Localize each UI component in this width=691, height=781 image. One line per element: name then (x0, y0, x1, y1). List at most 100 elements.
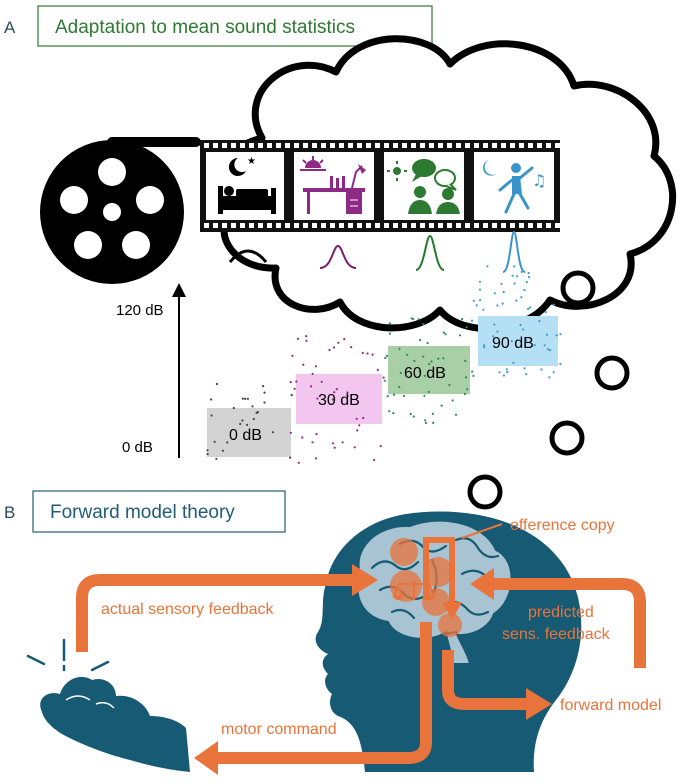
thought-bubble-3 (549, 420, 585, 456)
sprocket-hole (231, 223, 236, 228)
sound-dot (210, 414, 213, 417)
sprocket-hole (474, 143, 479, 148)
sound-dot (333, 346, 336, 349)
sprocket-hole (348, 223, 353, 228)
sprocket-hole (492, 223, 497, 228)
thought-bubble-4 (467, 474, 503, 510)
sound-dot (498, 371, 501, 374)
sound-dot (548, 376, 551, 379)
sprocket-hole (303, 223, 308, 228)
sound-dot (493, 292, 496, 295)
sound-dot (337, 341, 340, 344)
sound-dot (538, 320, 541, 323)
sprocket-hole (546, 223, 551, 228)
sprocket-hole (330, 143, 335, 148)
sound-dot (424, 419, 427, 422)
sound-dot (546, 348, 550, 351)
sound-dot (522, 328, 525, 331)
sound-dot (519, 323, 522, 327)
sprocket-hole (375, 223, 380, 228)
sound-dot (464, 376, 468, 379)
sound-dot (256, 411, 259, 414)
sound-dot (290, 394, 293, 397)
sound-dot (492, 335, 495, 338)
sprocket-hole (393, 223, 398, 228)
level-30db: 30 dB (289, 335, 385, 464)
working-at-desk-icon (300, 156, 366, 214)
sound-dot (206, 453, 209, 456)
level-label-90db: 90 dB (492, 335, 534, 352)
sound-dot (422, 323, 425, 326)
forward-model-arrowhead (526, 688, 552, 720)
sprocket-hole (519, 223, 524, 228)
sound-dot (251, 405, 254, 408)
level-60db: 60 dB (383, 317, 475, 425)
sprocket-hole (213, 223, 218, 228)
sound-dot (215, 457, 218, 460)
sprocket-hole (465, 143, 470, 148)
sprocket-hole (339, 223, 344, 228)
sound-dot (502, 290, 505, 294)
sound-dot (379, 445, 382, 448)
sound-dot (427, 390, 430, 393)
sound-dot (346, 391, 349, 394)
thought-bubble-2 (594, 355, 630, 391)
sound-dot (331, 398, 334, 401)
sprocket-hole (438, 143, 443, 148)
sound-dot (525, 281, 528, 284)
sound-dot (454, 413, 458, 416)
efference-copy-arrow (423, 523, 503, 620)
predicted-feedback-arrow (488, 578, 646, 668)
sound-dot (443, 368, 446, 371)
motor-command-arrowhead (194, 741, 218, 775)
sprocket-hole (366, 223, 371, 228)
sound-dot (527, 271, 530, 275)
sound-dot (523, 289, 526, 292)
sound-dot (520, 270, 523, 273)
sound-dot (246, 423, 249, 426)
sprocket-hole (285, 143, 290, 148)
sprocket-hole (429, 223, 434, 228)
comparison-scale-icon (392, 580, 436, 600)
panel-b-title: Forward model theory (50, 502, 235, 523)
sound-dot (501, 302, 504, 305)
sound-dot (486, 265, 489, 268)
sprocket-hole (348, 143, 353, 148)
sound-dot (523, 367, 526, 370)
sprocket-hole (267, 223, 272, 228)
sprocket-hole (447, 223, 452, 228)
sound-dot (559, 333, 562, 336)
sound-dot (552, 371, 555, 374)
sound-dot (500, 282, 503, 285)
sprocket-hole (276, 143, 281, 148)
sound-dot (506, 370, 509, 374)
sprocket-hole (465, 223, 470, 228)
level-label-30db: 30 dB (318, 392, 360, 409)
sound-dot (295, 380, 298, 383)
sprocket-hole (231, 143, 236, 148)
sound-dot (465, 326, 468, 329)
sound-dot (520, 296, 523, 299)
sound-dot (302, 363, 305, 366)
sound-dot (350, 346, 353, 349)
sound-dot (478, 288, 481, 291)
sprocket-hole (411, 143, 416, 148)
sound-dot (471, 370, 474, 373)
sound-dot (315, 433, 318, 436)
sprocket-hole (384, 223, 389, 228)
sound-dot (311, 441, 314, 444)
sound-dot (412, 415, 415, 418)
sound-dot (291, 354, 294, 357)
sprocket-hole (267, 143, 272, 148)
sprocket-hole (519, 143, 524, 148)
sound-dot (392, 393, 396, 396)
sprocket-hole (213, 143, 218, 148)
sound-dot (333, 391, 336, 394)
sound-dot (426, 342, 429, 345)
predicted-feedback-label-line2: sens. feedback (502, 626, 611, 643)
sound-dot (305, 339, 308, 342)
sound-dot (437, 357, 440, 360)
panel-a-title: Adaptation to mean sound statistics (55, 17, 355, 38)
sound-dot (382, 376, 385, 379)
sprocket-hole (429, 143, 434, 148)
